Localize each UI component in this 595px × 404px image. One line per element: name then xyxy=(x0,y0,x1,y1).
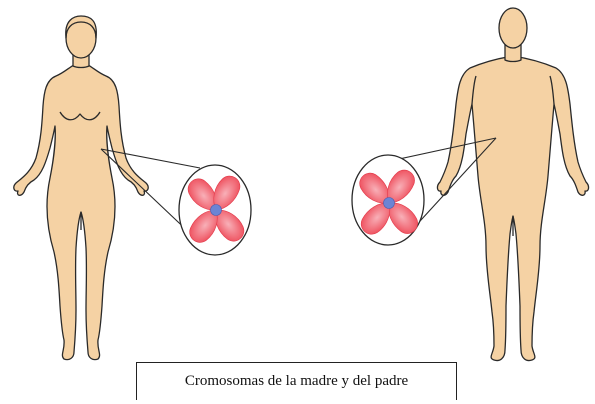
female-figure xyxy=(14,16,148,360)
female-centromere xyxy=(211,205,222,216)
male-centromere xyxy=(384,198,395,209)
female-magnifier xyxy=(179,165,251,255)
female-body xyxy=(14,62,148,360)
callout-lines xyxy=(101,138,496,238)
caption-box: Cromosomas de la madre y del padre xyxy=(136,362,457,400)
caption-text: Cromosomas de la madre y del padre xyxy=(185,373,408,390)
male-body xyxy=(437,56,588,361)
male-figure xyxy=(437,8,588,361)
male-magnifier xyxy=(352,155,424,245)
male-head xyxy=(499,8,527,48)
